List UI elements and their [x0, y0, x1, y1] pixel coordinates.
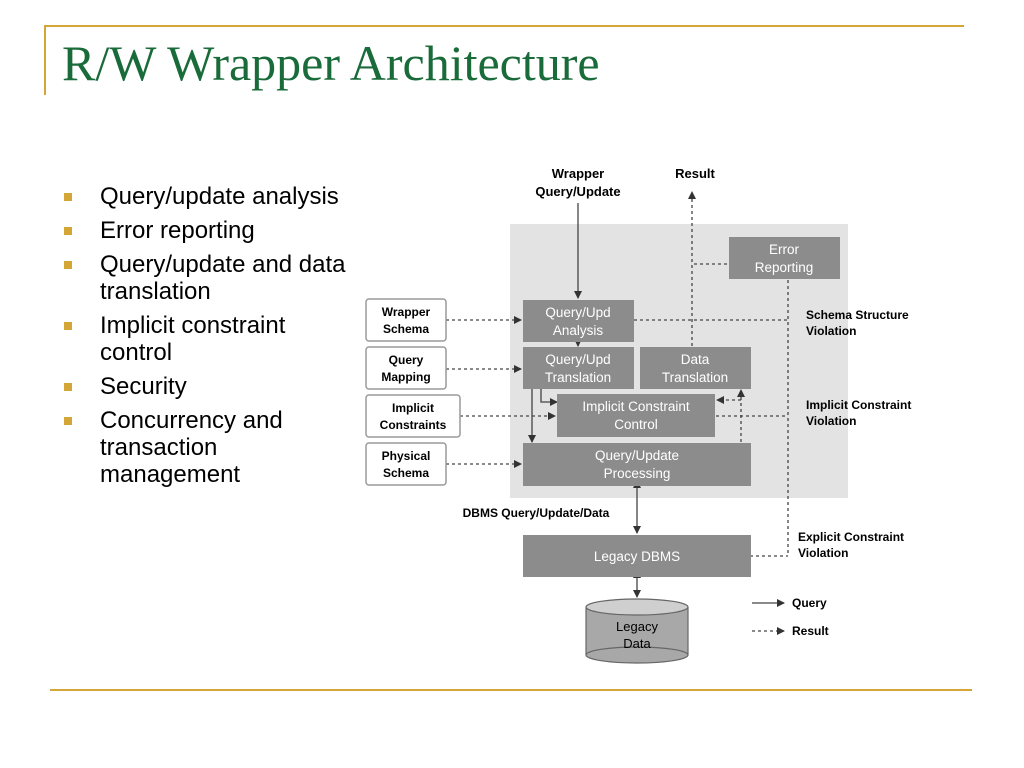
schema-structure-violation-label: Violation [806, 324, 856, 338]
svg-text:Query: Query [389, 353, 424, 367]
svg-text:Mapping: Mapping [381, 370, 430, 384]
bullet-item: Query/update analysis [62, 183, 362, 210]
implicit-constraint-control-box: Implicit Constraint Control [557, 394, 715, 437]
bullet-square-icon [64, 193, 72, 201]
legend-query-label: Query [792, 596, 827, 610]
bullet-square-icon [64, 227, 72, 235]
bullet-item: Query/update and data translation [62, 251, 362, 305]
svg-text:Legacy DBMS: Legacy DBMS [594, 549, 680, 564]
svg-text:Schema: Schema [383, 322, 429, 336]
svg-text:Reporting: Reporting [755, 260, 814, 275]
explicit-constraint-violation-label: Violation [798, 546, 848, 560]
bullet-square-icon [64, 261, 72, 269]
svg-text:Processing: Processing [604, 466, 671, 481]
svg-text:Query/Upd: Query/Upd [545, 352, 610, 367]
bottom-rule [50, 689, 972, 691]
query-upd-analysis-box: Query/Upd Analysis [523, 300, 634, 342]
error-reporting-box: Error Reporting [729, 237, 840, 279]
physical-schema-box: Physical Schema [365, 442, 447, 486]
query-upd-translation-box: Query/Upd Translation [523, 347, 634, 389]
slide-title: R/W Wrapper Architecture [62, 35, 600, 91]
svg-text:Query/Upd: Query/Upd [545, 305, 610, 320]
svg-text:Data: Data [681, 352, 710, 367]
query-flow-lines [528, 203, 641, 598]
result-label: Result [675, 166, 715, 181]
legacy-dbms-box: Legacy DBMS [523, 535, 751, 577]
svg-text:Schema: Schema [383, 466, 429, 480]
top-rule [44, 25, 964, 27]
bullet-item: Concurrency and transaction management [62, 407, 362, 488]
legend: Query Result [752, 596, 829, 638]
svg-text:Implicit Constraint: Implicit Constraint [582, 399, 690, 414]
bullet-square-icon [64, 417, 72, 425]
svg-text:Error: Error [769, 242, 800, 257]
svg-text:Implicit: Implicit [392, 401, 434, 415]
bullet-item: Error reporting [62, 217, 362, 244]
wrapper-query-label: Wrapper [552, 166, 605, 181]
bullet-square-icon [64, 322, 72, 330]
svg-text:Control: Control [614, 417, 658, 432]
svg-text:Legacy: Legacy [616, 619, 658, 634]
legend-result-label: Result [792, 624, 829, 638]
implicit-constraint-violation-label: Implicit Constraint [806, 398, 911, 412]
data-translation-box: Data Translation [640, 347, 751, 389]
wrapper-query-label: Query/Update [535, 184, 620, 199]
bullet-item: Security [62, 373, 362, 400]
svg-text:Data: Data [623, 636, 651, 651]
wrapper-schema-box: Wrapper Schema [365, 298, 447, 342]
svg-text:Translation: Translation [662, 370, 728, 385]
svg-text:Physical: Physical [382, 449, 431, 463]
svg-text:Analysis: Analysis [553, 323, 604, 338]
bullet-list: Query/update analysis Error reporting Qu… [62, 183, 362, 495]
svg-text:Constraints: Constraints [380, 418, 447, 432]
query-update-processing-box: Query/Update Processing [523, 443, 751, 486]
schema-structure-violation-label: Schema Structure [806, 308, 909, 322]
result-flow-lines [446, 191, 789, 557]
title-accent-line [44, 25, 46, 95]
explicit-constraint-violation-label: Explicit Constraint [798, 530, 904, 544]
implicit-constraints-box: Implicit Constraints [365, 394, 461, 438]
bullet-square-icon [64, 383, 72, 391]
svg-text:Wrapper: Wrapper [382, 305, 431, 319]
bullet-item: Implicit constraint control [62, 312, 362, 366]
legacy-data-cylinder: Legacy Data [585, 598, 689, 664]
query-mapping-box: Query Mapping [365, 346, 447, 390]
implicit-constraint-violation-label: Violation [806, 414, 856, 428]
svg-text:Query/Update: Query/Update [595, 448, 679, 463]
svg-text:Translation: Translation [545, 370, 611, 385]
dbms-query-label: DBMS Query/Update/Data [463, 506, 610, 520]
